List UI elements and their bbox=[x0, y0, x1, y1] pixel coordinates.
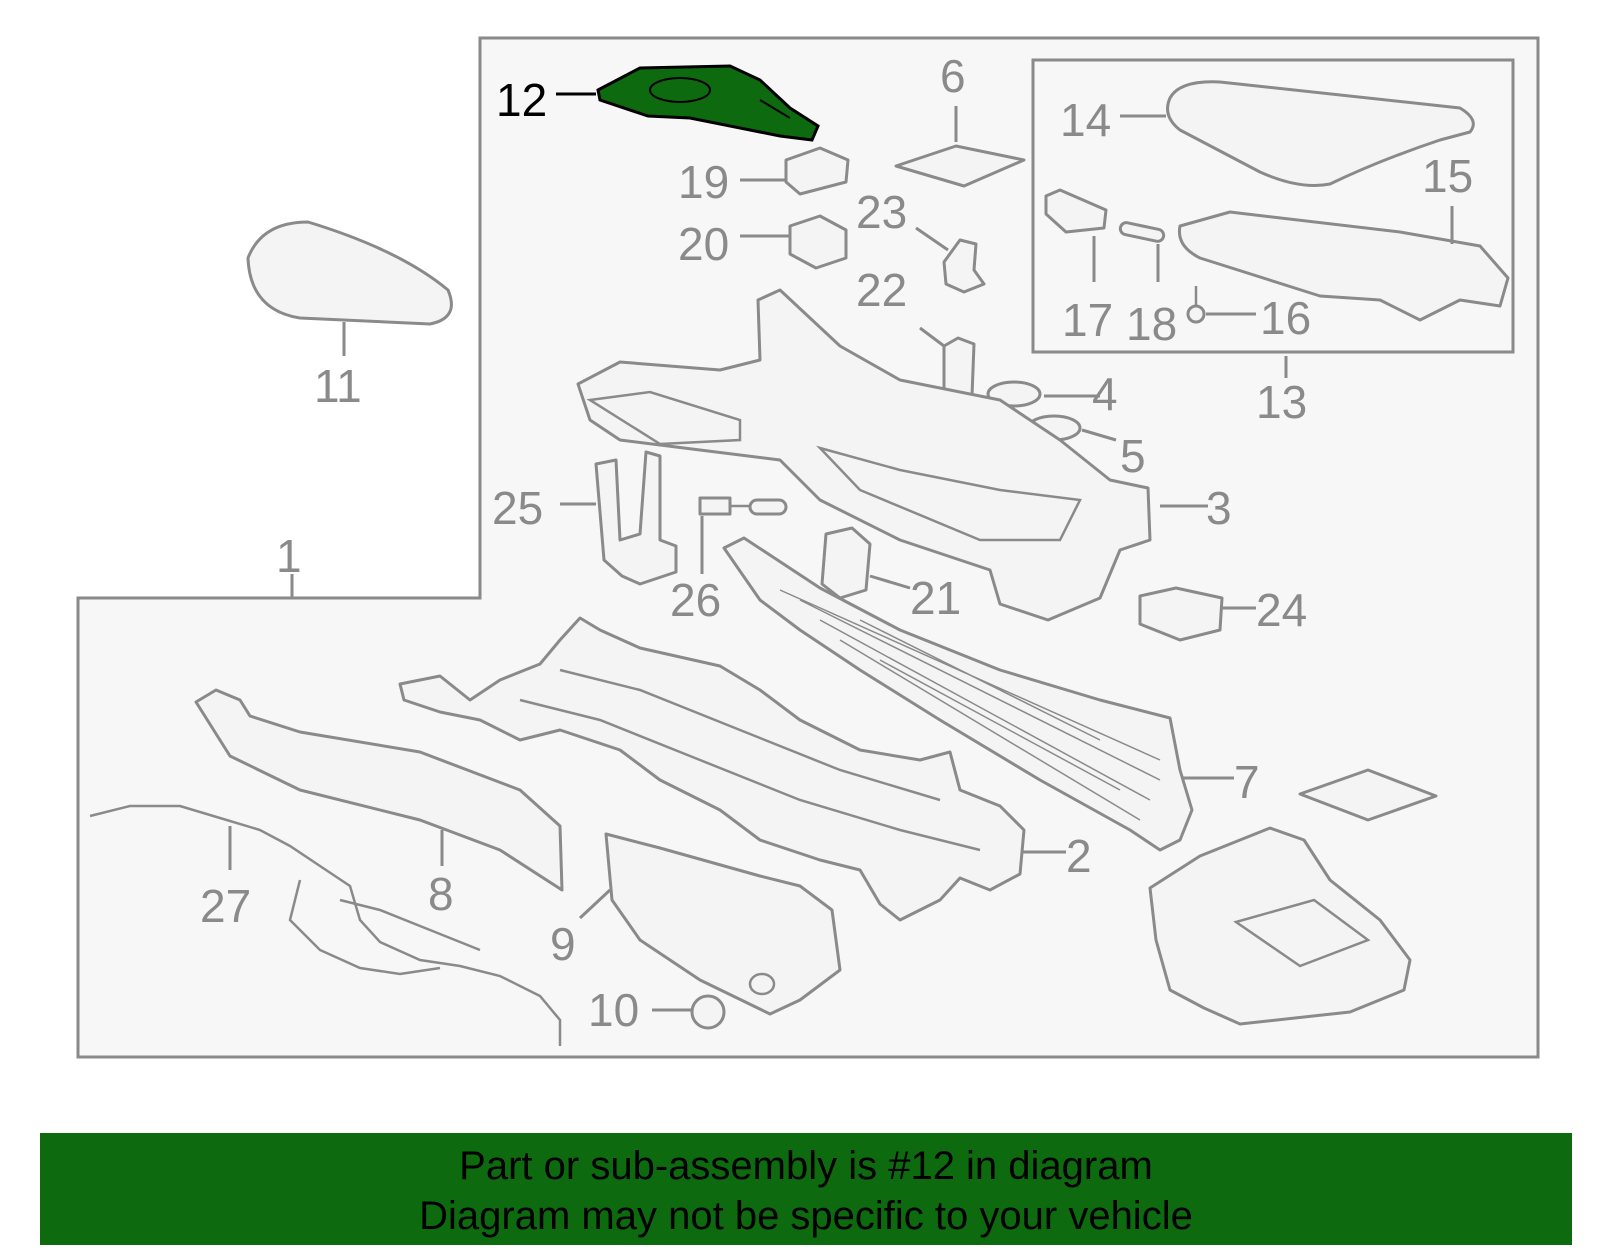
part-26-shape[interactable] bbox=[698, 496, 788, 516]
banner-line-2: Diagram may not be specific to your vehi… bbox=[419, 1194, 1193, 1238]
part-11-shape[interactable] bbox=[246, 220, 453, 326]
callout-1: 1 bbox=[276, 530, 302, 582]
callout-4: 4 bbox=[1092, 368, 1118, 420]
part-24-shape[interactable] bbox=[1138, 586, 1224, 642]
callout-13: 13 bbox=[1256, 376, 1307, 428]
part-21-shape[interactable] bbox=[820, 526, 872, 600]
callout-9: 9 bbox=[550, 918, 576, 970]
callout-6: 6 bbox=[940, 50, 966, 102]
part-7-shape[interactable] bbox=[722, 536, 1194, 852]
part-25-shape[interactable] bbox=[594, 450, 678, 586]
part-9-shape[interactable] bbox=[604, 832, 842, 1016]
callout-labels: 12 11 14 15 17 18 16 13 6 19 20 23 22 4 … bbox=[200, 50, 1473, 1036]
console-pad-shape bbox=[1298, 768, 1438, 822]
callout-12: 12 bbox=[496, 74, 547, 126]
banner-line-1: Part or sub-assembly is #12 in diagram bbox=[459, 1144, 1153, 1188]
mesh-pattern bbox=[779, 589, 1161, 821]
callout-25: 25 bbox=[492, 482, 543, 534]
part-14-shape[interactable] bbox=[1166, 80, 1475, 187]
callout-21: 21 bbox=[910, 572, 961, 624]
console-cover-shape bbox=[1148, 826, 1412, 1026]
callout-8: 8 bbox=[428, 868, 454, 920]
callout-15: 15 bbox=[1422, 150, 1473, 202]
callout-14: 14 bbox=[1060, 94, 1111, 146]
callout-3: 3 bbox=[1206, 482, 1232, 534]
callout-23: 23 bbox=[856, 186, 907, 238]
callout-20: 20 bbox=[678, 218, 729, 270]
part-20-shape[interactable] bbox=[788, 214, 848, 270]
info-banner: Part or sub-assembly is #12 in diagram D… bbox=[40, 1133, 1572, 1245]
callout-18: 18 bbox=[1126, 298, 1177, 350]
callout-11: 11 bbox=[314, 360, 362, 412]
callout-16: 16 bbox=[1260, 292, 1311, 344]
callout-22: 22 bbox=[856, 264, 907, 316]
part-6-shape[interactable] bbox=[894, 144, 1026, 188]
parts-diagram: 12 11 14 15 17 18 16 13 6 19 20 23 22 4 … bbox=[76, 36, 1540, 1059]
callout-26: 26 bbox=[670, 574, 721, 626]
callout-24: 24 bbox=[1256, 584, 1307, 636]
part-8-shape[interactable] bbox=[194, 688, 564, 892]
callout-10: 10 bbox=[588, 984, 639, 1036]
part-10-shape[interactable] bbox=[690, 994, 726, 1030]
callout-19: 19 bbox=[678, 156, 729, 208]
part-15-shape[interactable] bbox=[1177, 210, 1510, 322]
part-16-shape[interactable] bbox=[1186, 286, 1206, 324]
callout-2: 2 bbox=[1066, 830, 1092, 882]
part-12-shape[interactable] bbox=[596, 64, 820, 142]
part-19-shape[interactable] bbox=[784, 146, 850, 196]
callout-5: 5 bbox=[1120, 430, 1146, 482]
part-17-shape[interactable] bbox=[1044, 188, 1108, 234]
part-3-shape[interactable] bbox=[576, 288, 1152, 622]
callout-7: 7 bbox=[1234, 756, 1260, 808]
part-18-shape[interactable] bbox=[1118, 221, 1166, 243]
part-23-shape[interactable] bbox=[942, 238, 986, 294]
callout-arrows bbox=[228, 92, 1454, 1012]
callout-17: 17 bbox=[1062, 294, 1113, 346]
callout-27: 27 bbox=[200, 880, 251, 932]
